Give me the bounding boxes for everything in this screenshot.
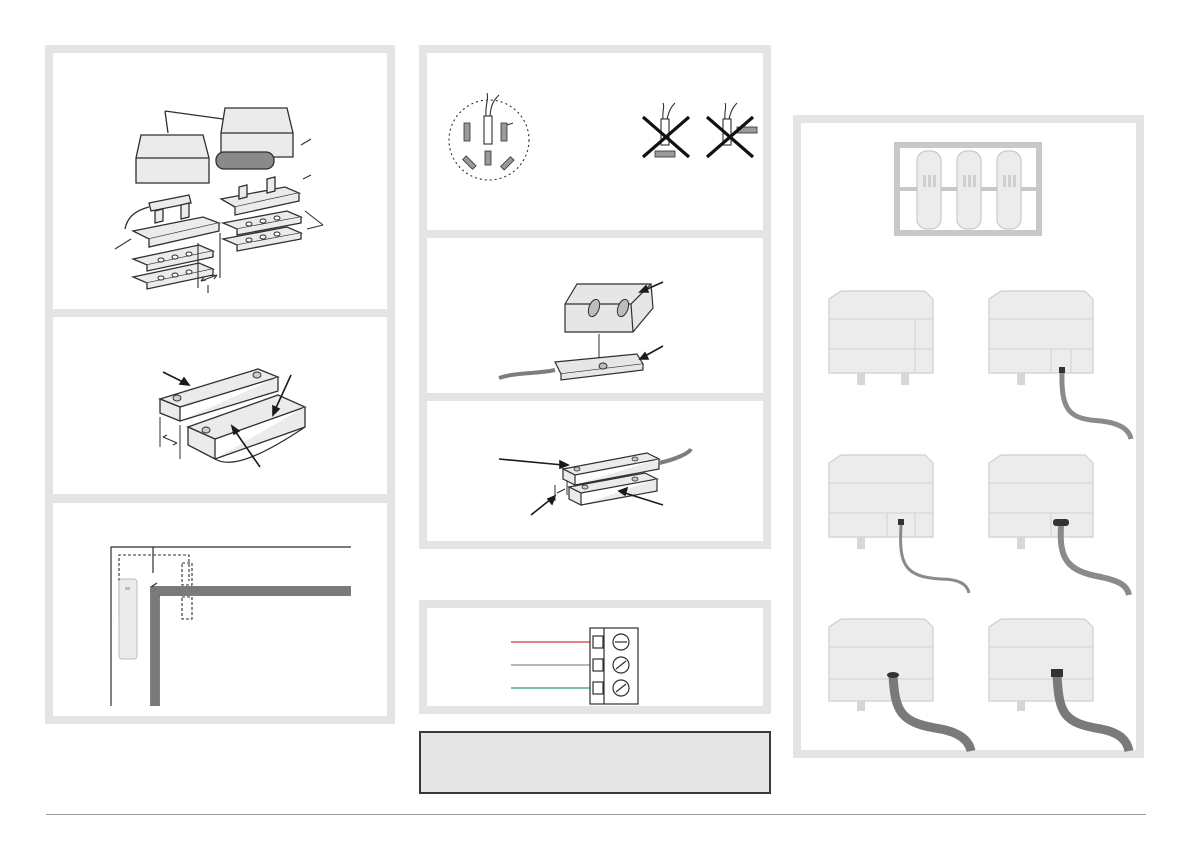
housing-thick-round-cable [829, 619, 971, 751]
footer-rule [46, 814, 1146, 815]
angle-contact-panel [419, 230, 771, 401]
terminal-block-wiring-diagram-icon [427, 608, 779, 722]
orientation-panel [419, 45, 771, 238]
cable-entry-panel [793, 115, 1144, 758]
exploded-housing-diagram-icon [53, 53, 403, 325]
sprue-clips-icon [897, 145, 1039, 233]
cable-entry-options-diagram-icon [801, 123, 1152, 766]
door-frame-mounting-diagram-icon [53, 503, 403, 732]
note-box [419, 731, 771, 794]
housing-thick-flat-cable [989, 619, 1129, 751]
housing-flat-cable [989, 455, 1129, 595]
terminal-block-panel [419, 600, 771, 714]
door-frame-panel [45, 495, 395, 724]
housing-thin-cable-low [829, 455, 969, 593]
housing-no-cable [829, 291, 933, 385]
angle-bracket-contact-diagram-icon [427, 238, 779, 409]
flat-contact-panel [419, 393, 771, 549]
flat-cabled-contact-diagram-icon [427, 401, 779, 557]
housing-thin-cable [989, 291, 1131, 439]
exploded-assembly-panel [45, 45, 395, 317]
surface-contact-diagram-icon [53, 317, 403, 510]
surface-contact-panel [45, 309, 395, 502]
reed-orientation-diagram-icon [427, 53, 779, 246]
